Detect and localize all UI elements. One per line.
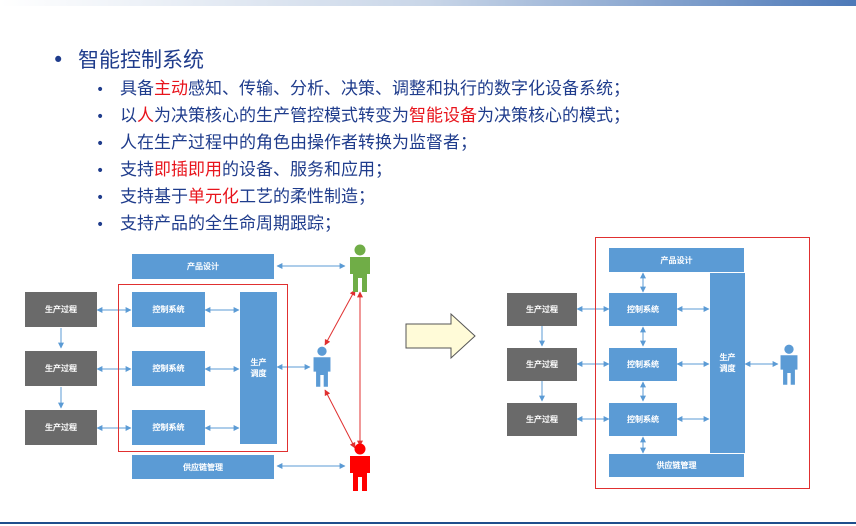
bullet-dot: • bbox=[96, 190, 105, 206]
top-gradient-line bbox=[0, 0, 856, 6]
person-blue-icon bbox=[780, 344, 798, 385]
bullet-item: • 支持即插即用的设备、服务和应用； bbox=[96, 157, 630, 184]
bullet-text: 工艺的柔性制造； bbox=[239, 187, 375, 207]
right-scheduling-box: 生产 调度 bbox=[710, 273, 745, 453]
bullet-text: 为决策核心的模式； bbox=[477, 106, 630, 126]
right-system-frame bbox=[595, 237, 810, 489]
bullet-item: • 支持产品的全生命周期跟踪； bbox=[96, 211, 630, 238]
right-arrow-icon bbox=[405, 312, 476, 360]
left-production-process-1: 生产过程 bbox=[25, 292, 97, 327]
right-production-process-3: 生产过程 bbox=[507, 403, 577, 436]
left-control-frame bbox=[118, 284, 288, 452]
bullet-text: 支持 bbox=[120, 160, 154, 180]
left-production-process-2: 生产过程 bbox=[25, 351, 97, 386]
bullet-text: 以 bbox=[120, 106, 137, 126]
bullet-text: 人在生产过程中的角色由操作者转换为监督者； bbox=[120, 133, 477, 153]
right-control-system-1: 控制系统 bbox=[609, 293, 677, 326]
highlight-text: 智能设备 bbox=[409, 106, 477, 126]
right-supply-chain-box: 供应链管理 bbox=[609, 454, 744, 477]
bullet-dot: • bbox=[96, 136, 105, 152]
bullet-dot: • bbox=[96, 109, 105, 125]
left-control-system-2: 控制系统 bbox=[132, 351, 205, 386]
bullet-text: 感知、传输、分析、决策、调整和执行的数字化设备系统； bbox=[188, 79, 630, 99]
bullet-text: 为决策核心的生产管控模式转变为 bbox=[154, 106, 409, 126]
left-supply-chain-box: 供应链管理 bbox=[132, 455, 274, 479]
left-control-system-3: 控制系统 bbox=[132, 410, 205, 445]
left-scheduling-box: 生产 调度 bbox=[240, 292, 277, 444]
left-product-design-box: 产品设计 bbox=[132, 254, 274, 279]
person-red-icon bbox=[350, 443, 370, 491]
left-production-process-3: 生产过程 bbox=[25, 410, 97, 445]
highlight-text: 单元化 bbox=[188, 187, 239, 207]
person-blue-icon bbox=[313, 346, 331, 387]
right-control-system-2: 控制系统 bbox=[609, 348, 677, 381]
bullet-item: • 具备主动感知、传输、分析、决策、调整和执行的数字化设备系统； bbox=[96, 76, 630, 103]
bullet-item: • 人在生产过程中的角色由操作者转换为监督者； bbox=[96, 130, 630, 157]
bullet-item: • 以人为决策核心的生产管控模式转变为智能设备为决策核心的模式； bbox=[96, 103, 630, 130]
bullet-text: 支持基于 bbox=[120, 187, 188, 207]
bullet-text: 支持产品的全生命周期跟踪； bbox=[120, 214, 341, 234]
bullet-dot: • bbox=[96, 217, 105, 233]
bullet-dot: • bbox=[52, 48, 65, 72]
right-production-process-2: 生产过程 bbox=[507, 348, 577, 381]
left-control-system-1: 控制系统 bbox=[132, 292, 205, 327]
bullet-dot: • bbox=[96, 82, 105, 98]
right-control-system-3: 控制系统 bbox=[609, 403, 677, 436]
page-title: • 智能控制系统 bbox=[52, 44, 204, 74]
title-text: 智能控制系统 bbox=[78, 48, 204, 72]
bullet-text: 的设备、服务和应用； bbox=[222, 160, 392, 180]
right-product-design-box: 产品设计 bbox=[609, 248, 744, 272]
person-green-icon bbox=[350, 244, 370, 292]
bottom-rule bbox=[0, 522, 856, 524]
bullet-list: •具备主动感知、传输、分析、决策、调整和执行的数字化设备系统；•以人为决策核心的… bbox=[96, 76, 630, 238]
right-production-process-1: 生产过程 bbox=[507, 293, 577, 326]
bullet-text: 具备 bbox=[120, 79, 154, 99]
highlight-text: 主动 bbox=[154, 79, 188, 99]
bullet-item: • 支持基于单元化工艺的柔性制造； bbox=[96, 184, 630, 211]
highlight-text: 人 bbox=[137, 106, 154, 126]
bullet-dot: • bbox=[96, 163, 105, 179]
highlight-text: 即插即用 bbox=[154, 160, 222, 180]
